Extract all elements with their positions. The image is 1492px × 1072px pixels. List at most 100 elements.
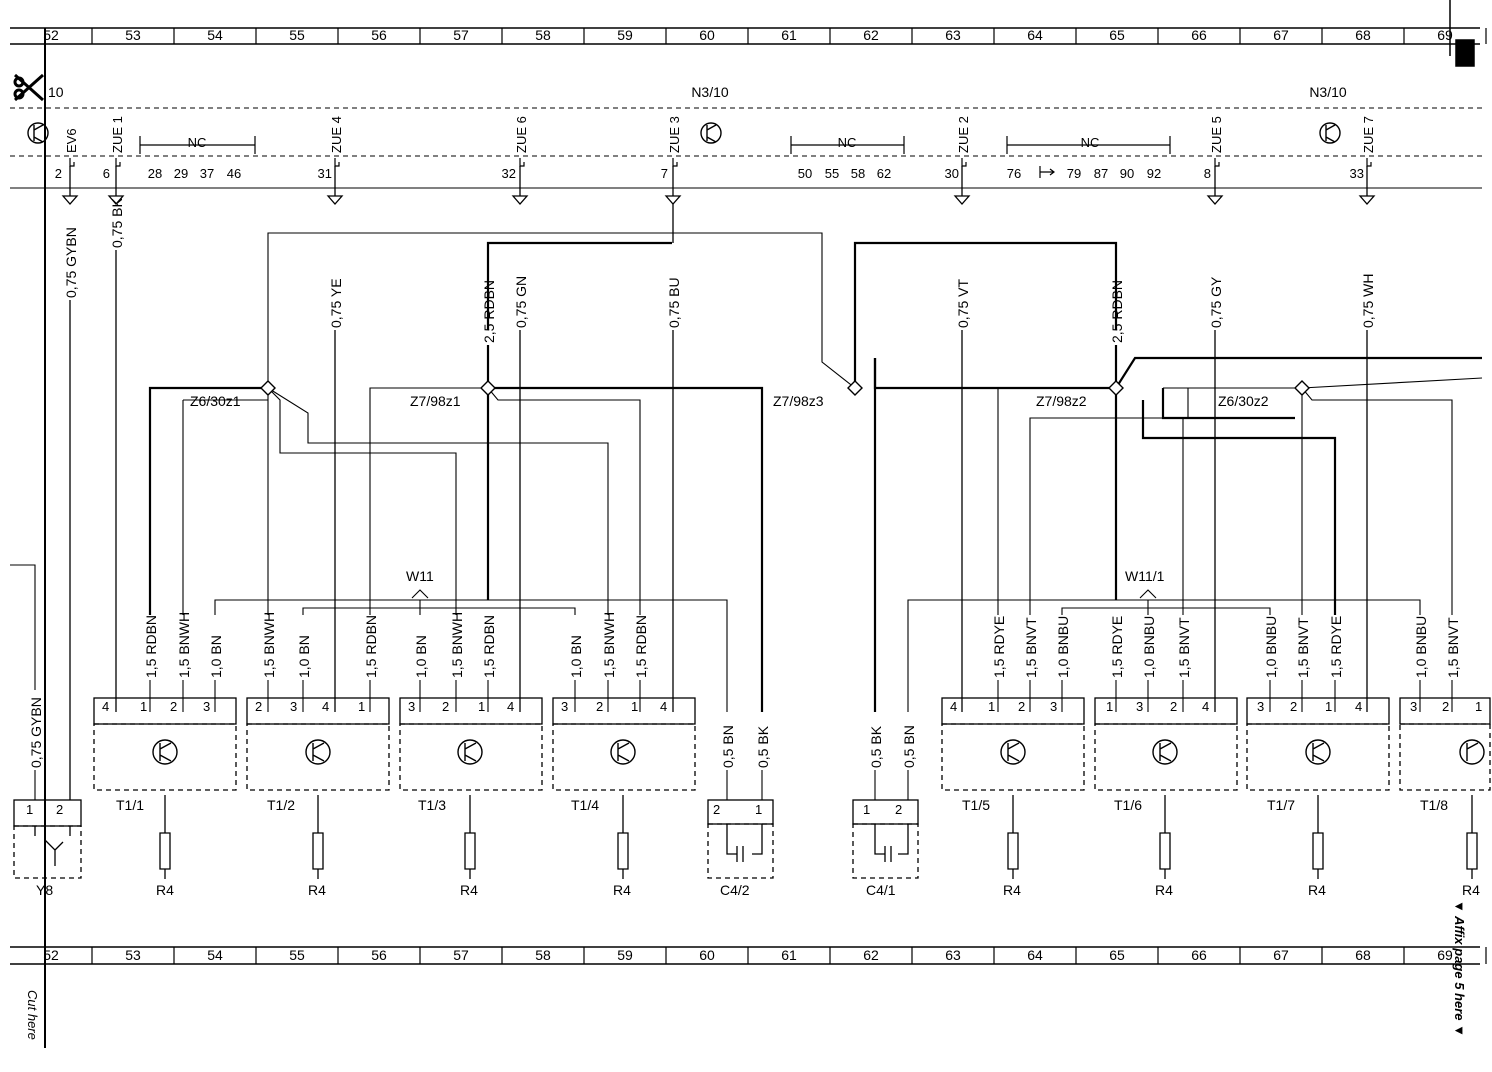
grid-column-number: 58	[535, 947, 551, 963]
grid-column-number: 59	[617, 947, 633, 963]
grid-column-number: 64	[1027, 27, 1043, 43]
wire-label: 0,75 WH	[1360, 274, 1376, 328]
cut-here-note: Cut here	[25, 990, 40, 1040]
wire-label: 1,5 BNWH	[601, 612, 617, 678]
ignition-coils	[93, 697, 1491, 791]
wire-label: 1,5 RDYE	[1328, 616, 1344, 678]
pin-number: 58	[851, 166, 865, 181]
coil-pin: 3	[1136, 699, 1143, 714]
spark-plug-label: R4	[1003, 882, 1021, 898]
grid-column-number: 59	[617, 27, 633, 43]
grid-column-number: 69	[1437, 27, 1453, 43]
wire-label: 1,5 BNVT	[1445, 617, 1461, 678]
grid-column-number: 60	[699, 947, 715, 963]
splice-label: Z7/98z3	[773, 393, 824, 409]
spark-plug-label: R4	[1155, 882, 1173, 898]
coil-pin: 1	[631, 699, 638, 714]
cap-pin: 1	[755, 802, 762, 817]
grid-column-number: 66	[1191, 947, 1207, 963]
connector-label-ev6: EV6	[64, 128, 79, 153]
pin-number: 8	[1204, 166, 1211, 181]
coil-pin: 4	[660, 699, 667, 714]
grid-column-number: 53	[125, 27, 141, 43]
wire-label: 1,5 BNWH	[449, 612, 465, 678]
wire-label: 0,5 BK	[755, 725, 771, 768]
pin-number: 62	[877, 166, 891, 181]
spark-plug-label: R4	[613, 882, 631, 898]
grid-column-number: 61	[781, 947, 797, 963]
y8-pin: 2	[56, 802, 63, 817]
module-label-center: N3/10	[691, 84, 729, 100]
grid-column-number: 52	[43, 947, 59, 963]
wire-label: 0,75 VT	[955, 279, 971, 328]
spark-plug-label: R4	[308, 882, 326, 898]
grid-column-number: 66	[1191, 27, 1207, 43]
coil-pin: 2	[442, 699, 449, 714]
coil-pin: 2	[1442, 699, 1449, 714]
coil-pin: 2	[170, 699, 177, 714]
top-grid	[10, 0, 1480, 67]
coil-pin: 1	[1325, 699, 1332, 714]
pin-number: 55	[825, 166, 839, 181]
wire-label: 1,5 RDBN	[363, 615, 379, 678]
pin-number: 32	[502, 166, 516, 181]
wire-label: 1,5 BNWH	[261, 612, 277, 678]
pin-number: 37	[200, 166, 214, 181]
coil-label: T1/5	[962, 797, 990, 813]
spark-plug-label: R4	[1462, 882, 1480, 898]
connector-label-zue6: ZUE 6	[514, 116, 529, 153]
wire-label: 0,75 GYBN	[28, 697, 44, 768]
affix-page-note: ▼ Affix page 5 here ▼	[1452, 900, 1467, 1037]
wire-label: 1,0 BN	[296, 635, 312, 678]
grid-column-number: 60	[699, 27, 715, 43]
cap-pin: 1	[863, 802, 870, 817]
wire-label: 0,75 GY	[1208, 276, 1224, 328]
coil-pin: 4	[102, 699, 109, 714]
capacitor-label: C4/2	[720, 882, 750, 898]
coil-pin: 2	[596, 699, 603, 714]
splice-label: Z6/30z2	[1218, 393, 1269, 409]
wire-label: 1,0 BN	[568, 635, 584, 678]
coil-pin: 4	[1355, 699, 1362, 714]
connector-label-zue1: ZUE 1	[110, 116, 125, 153]
pin-number: 7	[661, 166, 668, 181]
bottom-grid	[10, 946, 1480, 965]
pin-number: 90	[1120, 166, 1134, 181]
coil-pin: 3	[290, 699, 297, 714]
wire-label: 0,75 GYBN	[63, 227, 79, 298]
shield-label: W11	[406, 568, 434, 584]
coil-pin: 3	[1050, 699, 1057, 714]
coil-label: T1/7	[1267, 797, 1295, 813]
y8-pin: 1	[26, 802, 33, 817]
pin-number: 28	[148, 166, 162, 181]
coil-pin: 3	[561, 699, 568, 714]
pin-number: 46	[227, 166, 241, 181]
spark-plug-label: R4	[460, 882, 478, 898]
left-module-label: 10	[48, 84, 64, 100]
wire-label: 0,5 BN	[720, 725, 736, 768]
grid-column-number: 64	[1027, 947, 1043, 963]
wire-label: 1,0 BN	[413, 635, 429, 678]
coil-pin: 4	[507, 699, 514, 714]
splice-label: Z7/98z2	[1036, 393, 1087, 409]
coil-label: T1/1	[116, 797, 144, 813]
wire-label: 1,0 BN	[208, 635, 224, 678]
pin-number: 79	[1067, 166, 1081, 181]
wire-label: 1,5 RDYE	[991, 616, 1007, 678]
grid-column-number: 67	[1273, 27, 1289, 43]
wire-label: 1,5 BNVT	[1176, 617, 1192, 678]
coil-pin: 3	[1410, 699, 1417, 714]
wire-label: 1,5 BNWH	[176, 612, 192, 678]
pin-number: 30	[945, 166, 959, 181]
splice-label: Z7/98z1	[410, 393, 461, 409]
scissors-icon	[13, 73, 44, 102]
cap-pin: 2	[713, 802, 720, 817]
coil-pin: 3	[203, 699, 210, 714]
coil-pin: 2	[1290, 699, 1297, 714]
grid-column-number: 62	[863, 947, 879, 963]
wire-label: 0,75 YE	[328, 278, 344, 328]
spark-plug-label: R4	[1308, 882, 1326, 898]
grid-column-number: 57	[453, 27, 469, 43]
